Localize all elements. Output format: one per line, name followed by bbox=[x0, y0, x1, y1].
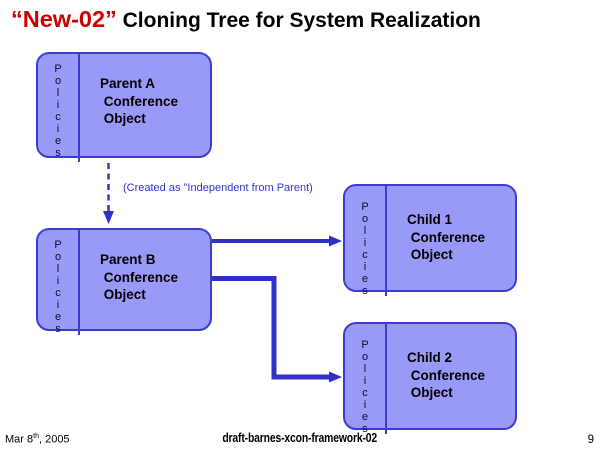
footer-document-name: draft-barnes-xcon-framework-02 bbox=[222, 430, 378, 445]
parent-a-label: Parent A Conference Object bbox=[100, 76, 179, 126]
slide-title-text: Cloning Tree for System Realization bbox=[116, 9, 481, 32]
parent-a-policies-label: P o l i c i e s bbox=[54, 63, 62, 159]
footer-date-prefix: Mar 8 bbox=[5, 433, 34, 446]
node-child-1: P o l i c i e s Child 1 Conference Objec… bbox=[343, 184, 517, 297]
footer-date-superscript: th bbox=[33, 433, 39, 440]
child-1-policies-divider bbox=[385, 185, 387, 296]
footer-document-name-wrap: draft-barnes-xcon-framework-02 bbox=[0, 429, 600, 447]
parent-b-policies-label: P o l i c i e s bbox=[54, 239, 62, 335]
parent-a-policies-divider bbox=[78, 53, 80, 162]
slide-title: “New-02” Cloning Tree for System Realiza… bbox=[11, 6, 481, 33]
node-parent-a: P o l i c i e s Parent A Conference Obje… bbox=[36, 52, 212, 162]
node-child-2: P o l i c i e s Child 2 Conference Objec… bbox=[343, 322, 517, 435]
footer-page-number: 9 bbox=[587, 434, 594, 446]
arrow-parent-b-to-child-2 bbox=[212, 276, 342, 383]
child-1-policies-label: P o l i c i e s bbox=[361, 201, 369, 297]
child-1-label: Child 1 Conference Object bbox=[407, 212, 486, 262]
child-2-policies-label: P o l i c i e s bbox=[361, 339, 369, 435]
child-2-label: Child 2 Conference Object bbox=[407, 350, 486, 400]
parent-b-label: Parent B Conference Object bbox=[100, 252, 179, 302]
footer-date-suffix: , 2005 bbox=[38, 433, 70, 446]
node-parent-b: P o l i c i e s Parent B Conference Obje… bbox=[36, 228, 212, 335]
independent-from-parent-note: (Created as "Independent from Parent) bbox=[123, 182, 313, 194]
footer-date: Mar 8th, 2005 bbox=[5, 433, 70, 446]
parent-b-policies-divider bbox=[78, 229, 80, 335]
slide-title-highlight: “New-02” bbox=[11, 6, 117, 32]
child-2-policies-divider bbox=[385, 323, 387, 434]
